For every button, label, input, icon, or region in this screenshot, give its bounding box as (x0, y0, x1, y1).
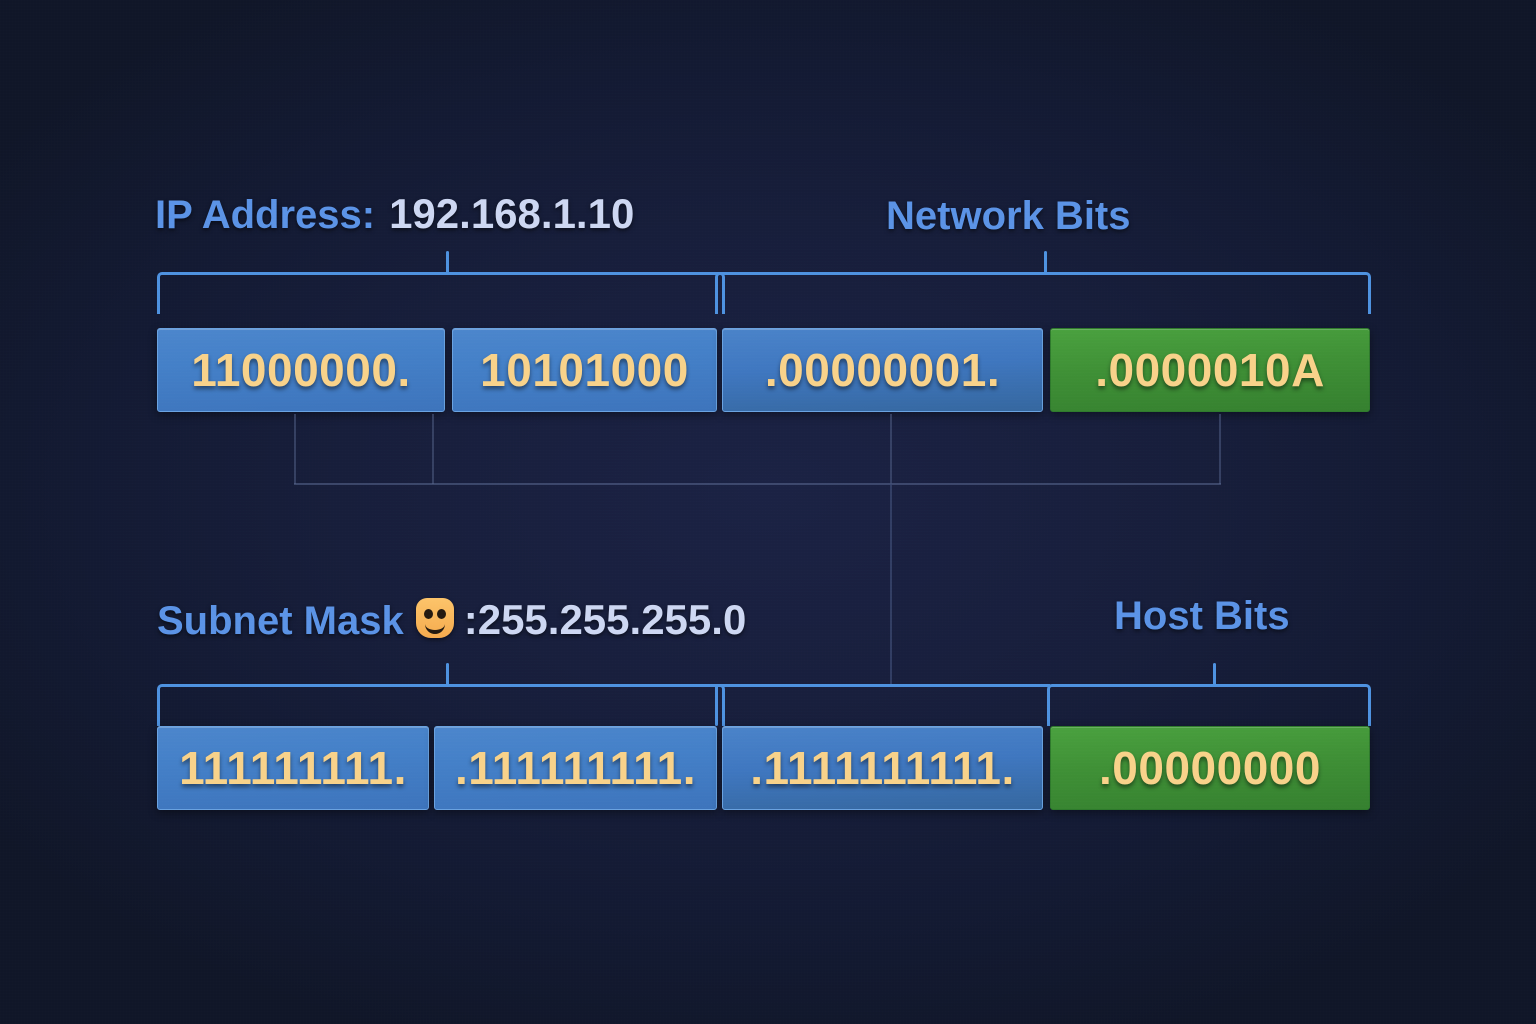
ip-octet-4[interactable]: .0000010A (1050, 328, 1370, 412)
host-bits-bracket (1047, 663, 1371, 726)
ip-address-bracket (157, 251, 725, 314)
ip-address-value: 192.168.1.10 (389, 190, 635, 237)
connector-drop-3 (890, 414, 892, 484)
mask-octet-3-text: .1111111111. (750, 742, 1015, 794)
smiley-left-eye (423, 609, 433, 619)
ip-address-bracket-stem (446, 251, 449, 275)
subnet-mask-bracket-stem (446, 663, 449, 687)
network-bits-label: Network Bits (886, 194, 1131, 238)
subnet-mask-title: Subnet Mask :255.255.255.0 (157, 594, 746, 641)
mask-octet-4[interactable]: .00000000 (1050, 726, 1370, 810)
smiley-mouth (424, 620, 445, 634)
smiley-face-icon (415, 598, 454, 638)
subnet-mask-bracket (157, 663, 725, 726)
host-bits-label: Host Bits (1114, 594, 1290, 638)
connector-drop-4 (1219, 414, 1221, 484)
connector-drop-1 (294, 414, 296, 484)
mask-octet-2[interactable]: .111111111. (434, 726, 717, 810)
host-bracket-left-tick (715, 684, 718, 726)
mask-octet-1[interactable]: 111111111. (157, 726, 429, 810)
ip-octet-2[interactable]: 10101000 (452, 328, 717, 412)
mask-octet-1-text: 111111111. (179, 742, 407, 794)
ip-octet-3-text: .00000001. (764, 344, 1001, 396)
connector-long-vertical (890, 483, 892, 685)
network-bits-bracket (715, 251, 1371, 314)
connector-horizontal-bus (294, 483, 1221, 485)
ip-octet-3[interactable]: .00000001. (722, 328, 1043, 412)
smiley-right-eye (436, 609, 446, 619)
mask-octet-3[interactable]: .1111111111. (722, 726, 1043, 810)
connector-drop-2 (432, 414, 434, 484)
ip-octet-1-text: 11000000. (191, 344, 411, 396)
ip-octet-2-text: 10101000 (480, 344, 689, 396)
ip-address-label: IP Address: (155, 193, 376, 237)
ip-octet-4-text: .0000010A (1095, 344, 1325, 396)
subnet-mask-label: Subnet Mask (157, 599, 404, 643)
subnet-mask-value: :255.255.255.0 (463, 596, 747, 643)
ip-octet-1[interactable]: 11000000. (157, 328, 445, 412)
host-bits-bracket-stem (1213, 663, 1216, 687)
mask-octet-4-text: .00000000 (1099, 742, 1321, 794)
ip-address-title: IP Address: 192.168.1.10 (155, 190, 635, 237)
network-bits-bracket-stem (1044, 251, 1047, 275)
mask-octet-2-text: .111111111. (454, 742, 696, 794)
host-bracket-left-extension (715, 684, 1050, 687)
